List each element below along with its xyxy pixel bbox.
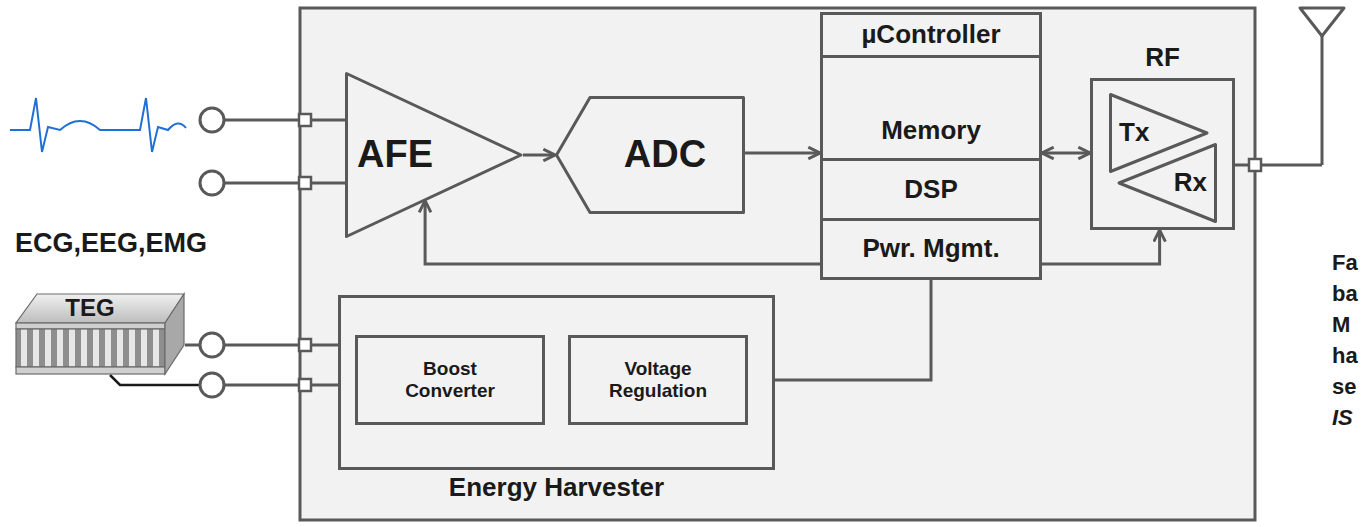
pin-pad <box>299 379 311 391</box>
cut-off-text: ha <box>1332 343 1358 368</box>
electrode-wire <box>224 119 345 122</box>
teg-terminal <box>200 333 224 357</box>
node-text: DSP <box>904 175 957 205</box>
pin-pad <box>1249 159 1261 171</box>
electrode-wire <box>224 182 345 185</box>
process-box: Pwr. Mgmt. <box>820 218 1042 280</box>
amplifier-triangle: AFE <box>345 72 523 238</box>
node-text: ADC <box>624 133 706 177</box>
system-housing <box>300 8 1255 520</box>
triangle-outline <box>1119 145 1216 222</box>
pin-pad <box>299 114 311 126</box>
triangle-outline <box>347 74 522 237</box>
signal-arrow <box>745 152 820 155</box>
pin-pad <box>299 339 311 351</box>
signal-arrow <box>1042 230 1160 264</box>
cut-off-text: se <box>1332 374 1356 399</box>
converter-shape: ADC <box>555 96 745 214</box>
node-text: Memory <box>881 116 981 146</box>
signal-arrow <box>748 280 931 380</box>
teg-wire <box>224 384 355 387</box>
teg-terminal <box>200 373 224 397</box>
harvester-block: Energy HarvesterBoost ConverterVoltage R… <box>338 295 775 470</box>
node-text: AFE <box>357 133 433 177</box>
signal-arrow <box>1042 152 1090 155</box>
antenna-symbol <box>1300 8 1344 36</box>
teg-wire <box>110 375 200 385</box>
receiver-triangle: Rx <box>1117 143 1217 223</box>
adc-outline <box>557 98 744 213</box>
process-box: Boost Converter <box>355 335 545 425</box>
teg-drawing <box>16 294 184 374</box>
ecg-waveform <box>10 98 186 152</box>
node-text: TEG <box>65 294 114 322</box>
cut-off-text: ba <box>1332 281 1358 306</box>
node-text: Voltage Regulation <box>593 358 723 402</box>
block-heading: Energy Harvester <box>449 473 664 503</box>
process-box: µController <box>820 12 1042 58</box>
node-text: Rx <box>1174 168 1207 198</box>
node-text: Pwr. Mgmt. <box>862 234 999 264</box>
node-text: Tx <box>1119 118 1149 148</box>
signal-label: ECG,EEG,EMG <box>15 228 207 259</box>
radio-block: RFTxRx <box>1090 78 1235 230</box>
node-text: Boost Converter <box>390 358 510 402</box>
node-text: µController <box>861 20 1000 50</box>
process-box: Memory <box>820 55 1042 161</box>
cut-off-text: M <box>1332 312 1350 337</box>
cut-off-text: IS <box>1332 405 1353 430</box>
teg-module: TEG <box>15 293 185 375</box>
signal-arrow <box>523 154 555 157</box>
cut-off-text: Fa <box>1332 250 1358 275</box>
electrode-terminal <box>200 171 224 195</box>
block-heading: RF <box>1145 43 1180 73</box>
electrode-terminal <box>200 108 224 132</box>
process-box: Voltage Regulation <box>568 335 748 425</box>
pin-pad <box>299 177 311 189</box>
process-box: DSP <box>820 158 1042 221</box>
antenna-mast <box>1321 36 1324 165</box>
